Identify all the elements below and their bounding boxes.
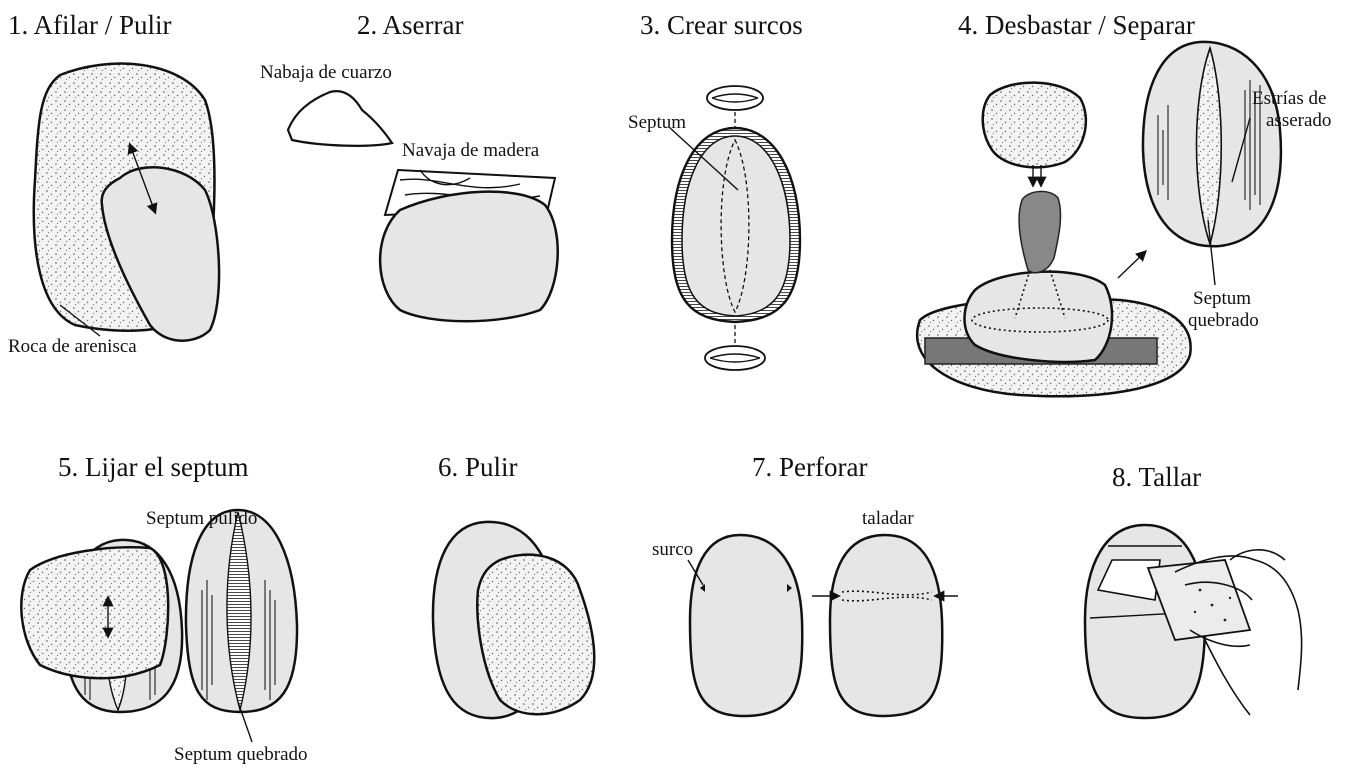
quartz-blade (288, 91, 392, 146)
step-4-illustration: Estrías de asserado Septum quebrado (917, 42, 1331, 396)
step-2-illustration: Nabaja de cuarzo Navaja de madera (260, 62, 558, 321)
label-taladar: taladar (862, 508, 914, 529)
step-7-title: 7. Perforar (752, 452, 867, 482)
step-4-title: 4. Desbastar / Separar (958, 10, 1195, 40)
label-estrias-line-1: Estrías de (1252, 88, 1326, 109)
label-roca-arenisca: Roca de arenisca (8, 336, 137, 357)
step-5-illustration: Septum pulido Septum quebrado (21, 508, 307, 765)
label-septum-quebrado-line-2: quebrado (1188, 310, 1259, 331)
sandstone-rock (477, 555, 594, 715)
step-1-illustration: Roca de arenisca (8, 64, 219, 357)
step-6-title: 6. Pulir (438, 452, 518, 482)
label-septum-pulido: Septum pulido (146, 508, 257, 529)
drilled-bead (830, 535, 942, 716)
grooved-bead (690, 535, 802, 716)
bead-stone (380, 192, 558, 322)
chisel-stone (1019, 191, 1060, 272)
step-7-illustration: surco taladar (652, 508, 958, 716)
label-septum-quebrado: Septum quebrado (174, 744, 308, 765)
top-section (707, 86, 763, 110)
label-surco: surco (652, 539, 693, 560)
sandstone-rock (983, 83, 1086, 168)
bead-stone (964, 272, 1112, 362)
sandstone-rock (21, 547, 168, 678)
step-3-illustration: Septum (628, 86, 800, 370)
step-2-title: 2. Aserrar (357, 10, 463, 40)
step-3-title: 3. Crear surcos (640, 10, 803, 40)
step-1-title: 1. Afilar / Pulir (8, 10, 172, 40)
step-6-illustration (433, 522, 594, 718)
label-estrias-line-2: asserado (1266, 110, 1331, 131)
step-5-title: 5. Lijar el septum (58, 452, 248, 482)
label-septum: Septum (628, 112, 686, 133)
bottom-section (705, 346, 765, 370)
bead-stone (682, 136, 790, 316)
label-navaja-madera: Navaja de madera (402, 140, 540, 161)
step-8-illustration (1085, 525, 1302, 718)
result-arrow (1118, 252, 1145, 278)
label-nabaja-cuarzo: Nabaja de cuarzo (260, 62, 392, 83)
label-septum-quebrado-line-1: Septum (1193, 288, 1251, 309)
step-8-title: 8. Tallar (1112, 462, 1201, 492)
